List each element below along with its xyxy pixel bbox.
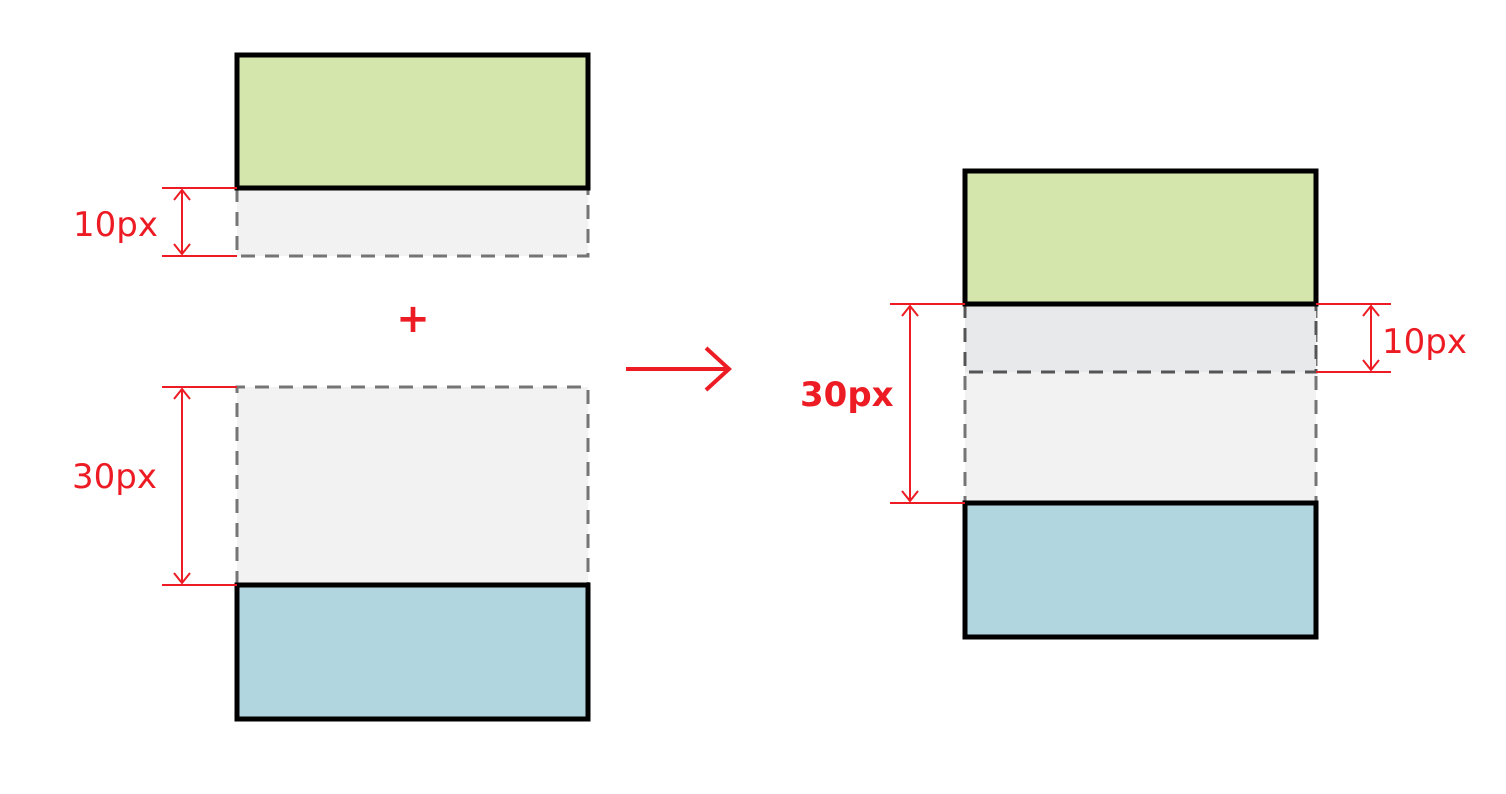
- bottom-margin-dimension: [162, 386, 237, 586]
- top-margin-area: [237, 188, 588, 256]
- overlap-margin-dashed-outline: [963, 304, 1318, 374]
- collapsed-margin-dimension: [890, 303, 965, 504]
- inner-margin-label: 10px: [1382, 322, 1467, 362]
- top-box: [234, 52, 591, 191]
- plus-symbol: +: [396, 296, 430, 342]
- top-box-result: [962, 168, 1319, 307]
- top-margin-dimension: [162, 187, 237, 257]
- bottom-margin-area: [237, 387, 588, 585]
- arrow-right-icon: [626, 346, 732, 392]
- right-group: 30px 10px: [800, 168, 1467, 640]
- top-margin-dashed-outline: [235, 188, 590, 258]
- left-group: + 10px 30px: [72, 52, 591, 722]
- bottom-margin-dashed-outline: [235, 385, 590, 585]
- inner-margin-dimension: [1316, 303, 1391, 373]
- overlap-margin-area: [965, 304, 1316, 372]
- bottom-box: [234, 582, 591, 722]
- bottom-margin-label: 30px: [72, 457, 157, 497]
- top-margin-label: 10px: [73, 205, 158, 245]
- bottom-box-result: [962, 500, 1319, 640]
- collapsed-margin-label: 30px: [800, 375, 894, 415]
